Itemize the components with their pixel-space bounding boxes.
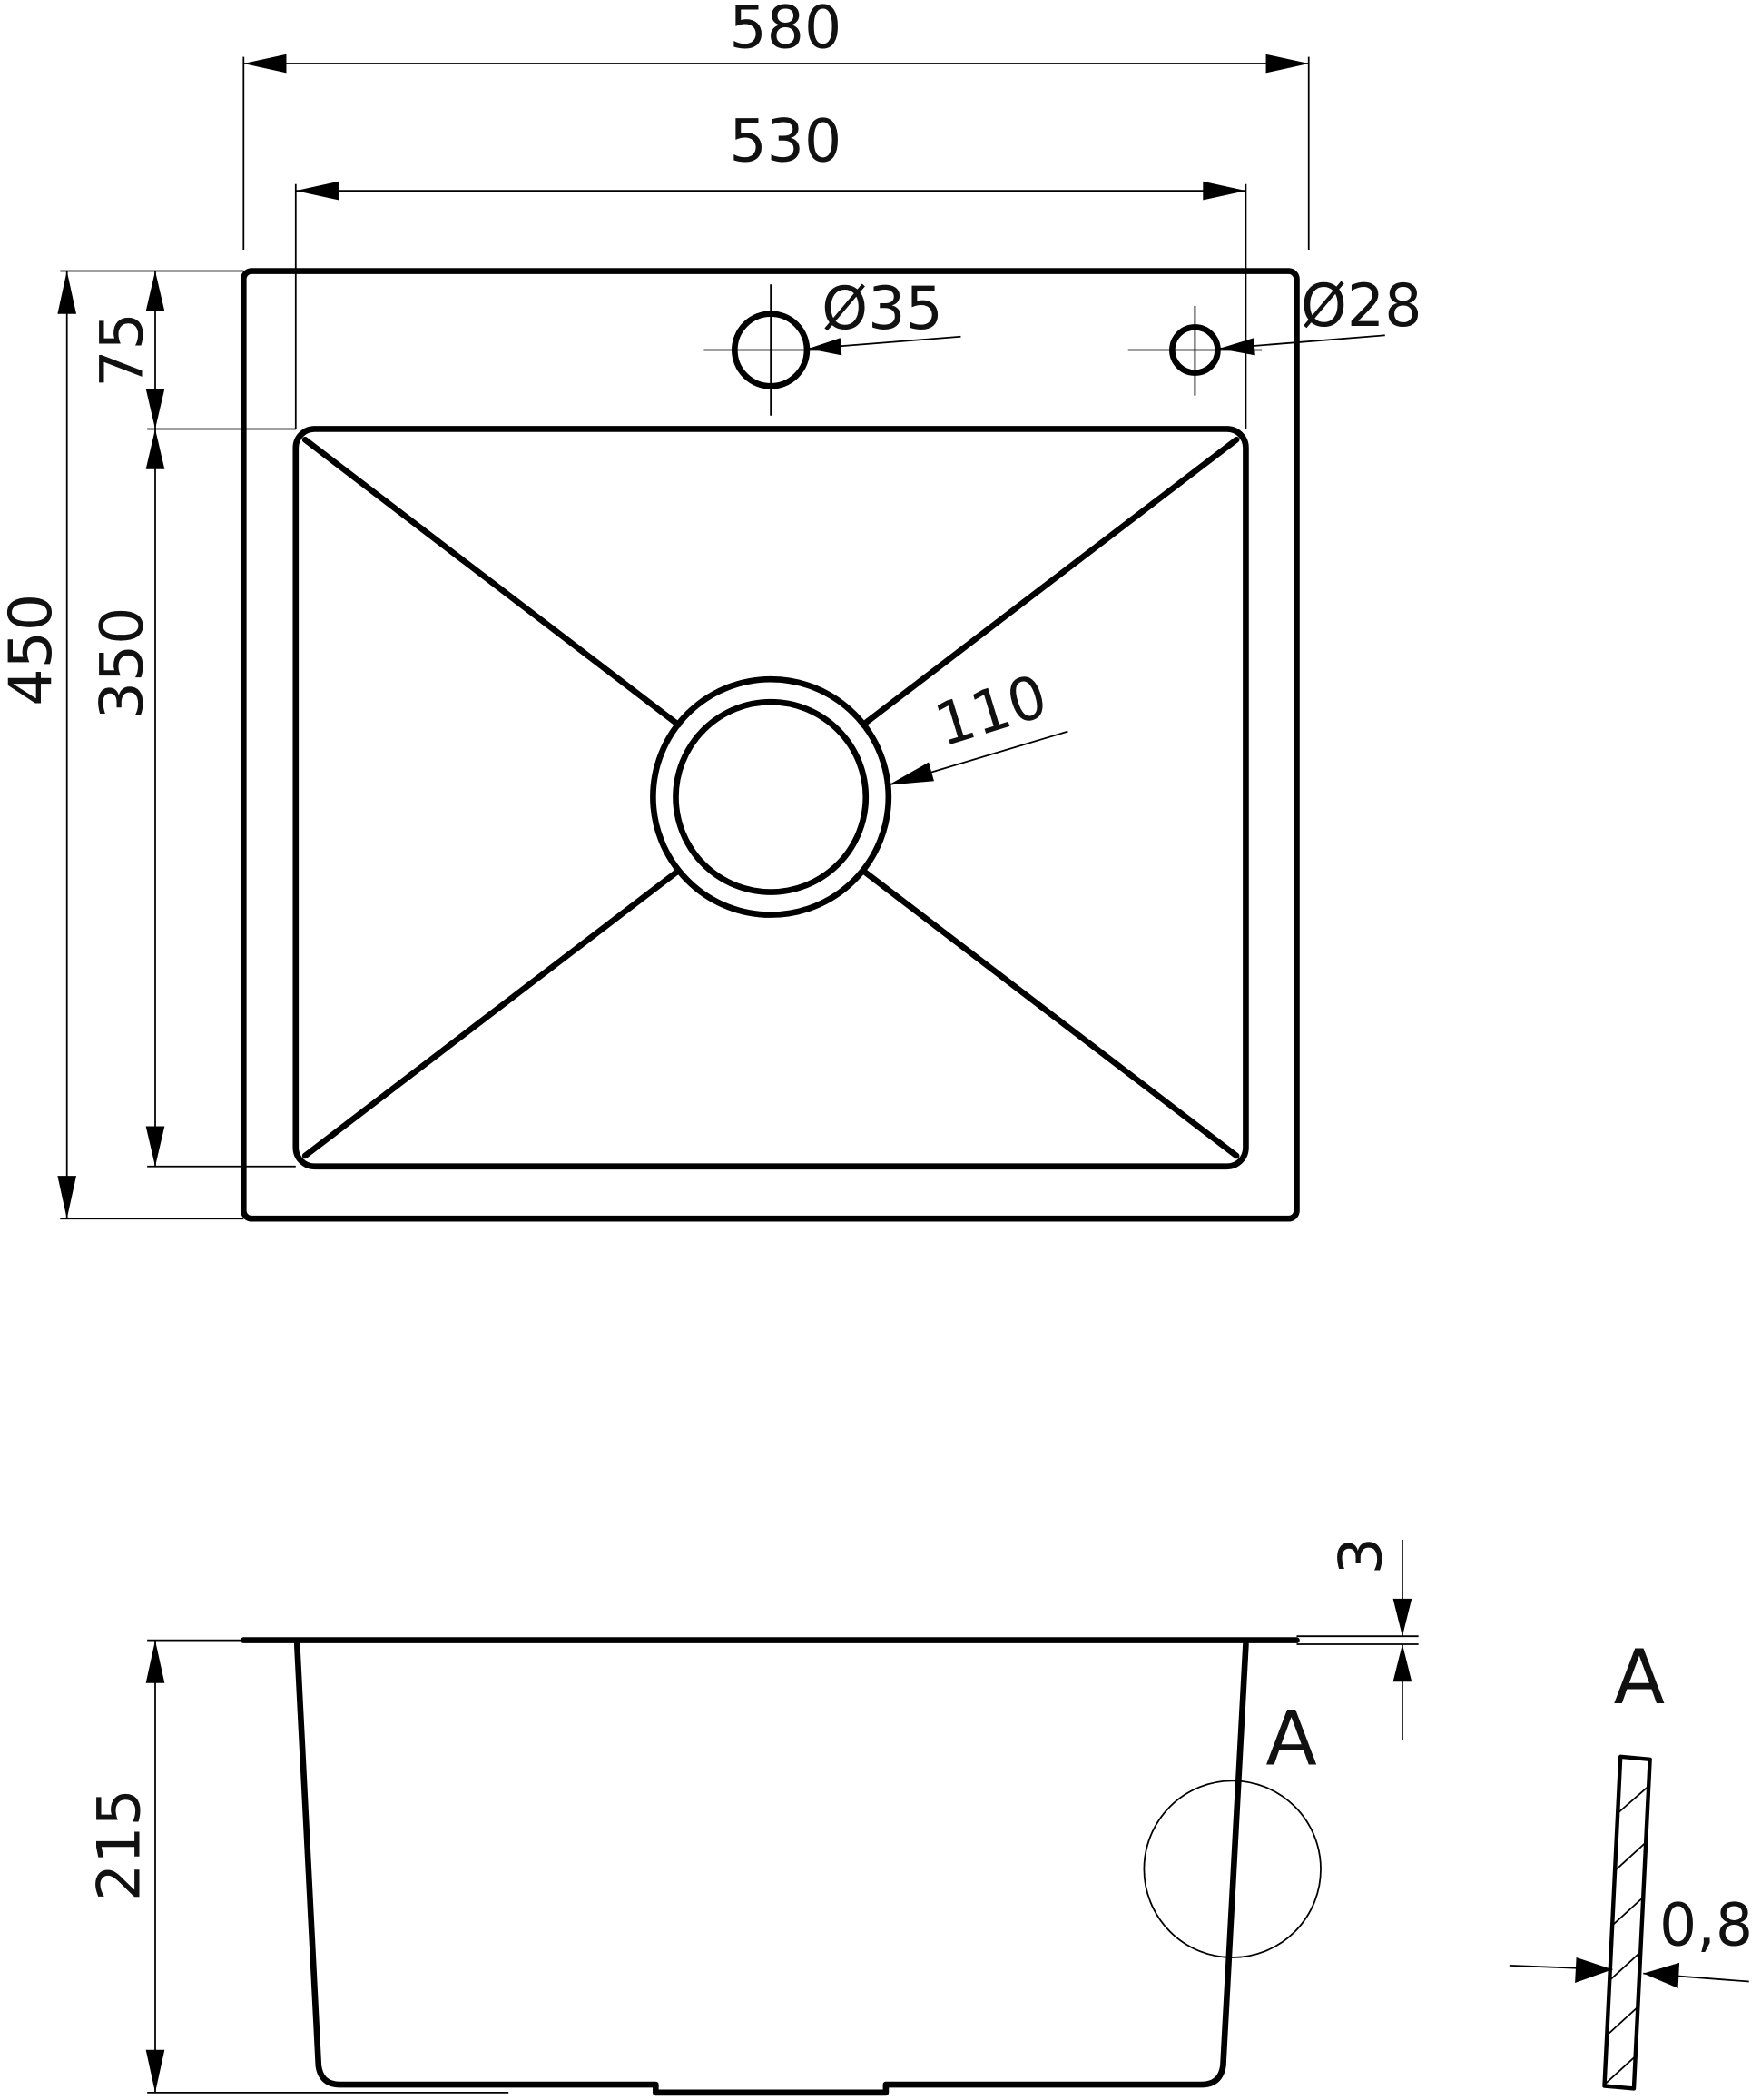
side-view: A 215 3 [85,1537,1419,2096]
sheet-section [1602,1754,1652,2091]
dim-tap-hole-28: Ø28 [1301,272,1422,340]
bowl-slope-line [860,436,1240,728]
dim-rim-thickness: 3 [1327,1537,1395,1574]
detail-a: A 0,8 [1509,1634,1753,2091]
dim-height: 215 [85,1789,153,1901]
detail-a-title: A [1614,1634,1665,1721]
dim-overall-width: 580 [729,0,841,62]
top-view: 580 530 450 75 350 Ø35 Ø28 110 [0,0,1422,1222]
drain-inner [673,698,870,895]
bowl-slope-line [301,867,682,1159]
dim-sheet-thickness: 0,8 [1659,1892,1753,1960]
sink-outline [240,268,1300,1222]
dim-bowl-width: 530 [729,108,841,176]
section-marker-a: A [1265,1696,1316,1783]
bowl-slope-line [301,436,682,728]
bowl-outline [292,426,1249,1170]
dim-tap-hole-35: Ø35 [821,275,943,343]
bowl-profile [293,1641,1249,2096]
bowl-slope-line [860,867,1240,1159]
detail-a-circle [1143,1780,1322,1958]
dim-overall-depth: 450 [0,594,65,706]
dim-rim: 75 [88,312,156,388]
dim-drain: 110 [928,663,1055,761]
drain-outer [650,675,892,918]
dim-bowl-depth: 350 [88,607,156,720]
